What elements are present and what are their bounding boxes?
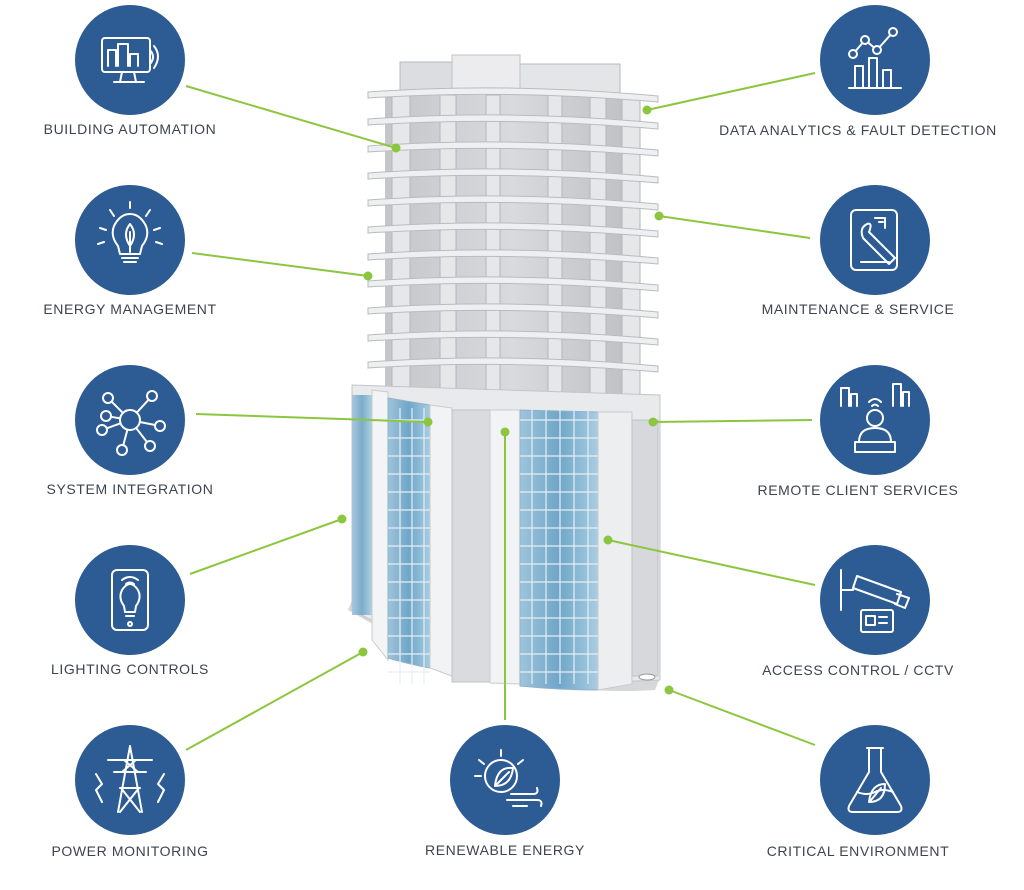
balcony-stack	[451, 409, 491, 683]
connector-layer	[185, 72, 816, 751]
system-integration-circle	[75, 365, 185, 475]
lighting-controls-anchor-dot	[337, 514, 347, 524]
glass-mullions	[388, 408, 598, 684]
cctv-keycard-icon	[840, 569, 910, 633]
power-monitoring-label: POWER MONITORING	[51, 843, 209, 859]
access-control-cctv-label: ACCESS CONTROL / CCTV	[762, 662, 954, 678]
remote-client-services-label: REMOTE CLIENT SERVICES	[757, 482, 959, 498]
data-analytics-connector	[646, 72, 816, 111]
critical-environment-anchor-dot	[664, 685, 674, 695]
sun-wind-leaf-icon	[474, 749, 543, 807]
lighting-controls-label: LIGHTING CONTROLS	[51, 661, 209, 677]
data-analytics-circle	[820, 5, 930, 115]
lab-flask-icon	[847, 747, 903, 813]
floor-slabs	[367, 87, 659, 373]
system-integration-badge[interactable]	[75, 365, 185, 475]
data-analytics-badge[interactable]	[820, 5, 930, 115]
remote-client-services-badge[interactable]	[820, 365, 930, 475]
building-automation-anchor-dot	[391, 143, 401, 153]
energy-management-label: ENERGY MANAGEMENT	[43, 301, 217, 317]
remote-client-services-connector	[652, 419, 813, 423]
system-integration-label: SYSTEM INTEGRATION	[46, 481, 214, 497]
ground-marker	[638, 673, 656, 681]
maintenance-service-anchor-dot	[654, 211, 664, 221]
rooftop-unit	[399, 61, 453, 93]
access-control-cctv-connector	[607, 539, 816, 586]
critical-environment-badge[interactable]	[820, 725, 930, 835]
access-control-cctv-anchor-dot	[603, 535, 613, 545]
system-integration-anchor-dot	[423, 417, 433, 427]
building-automation-badge[interactable]	[75, 5, 185, 115]
data-analytics-anchor-dot	[642, 105, 652, 115]
power-monitoring-circle	[75, 725, 185, 835]
energy-management-connector	[191, 252, 369, 277]
critical-environment-label: CRITICAL ENVIRONMENT	[766, 843, 950, 859]
lighting-controls-badge[interactable]	[75, 545, 185, 655]
building-illustration	[348, 54, 661, 691]
building-automation-label: BUILDING AUTOMATION	[43, 121, 217, 137]
lighting-controls-connector	[189, 518, 343, 575]
renewable-energy-anchor-dot	[500, 427, 510, 437]
icon-circle-layer	[75, 5, 930, 835]
building-automation-icon	[101, 37, 159, 83]
energy-management-badge[interactable]	[75, 185, 185, 295]
left-glass	[352, 395, 372, 615]
phone-lightbulb-icon	[111, 569, 149, 631]
data-analytics-label: DATA ANALYTICS & FAULT DETECTION	[719, 122, 997, 138]
energy-management-anchor-dot	[363, 271, 373, 281]
tablet-wrench-icon	[850, 209, 898, 271]
power-monitoring-badge[interactable]	[75, 725, 185, 835]
remote-client-services-anchor-dot	[648, 417, 658, 427]
power-monitoring-connector	[185, 651, 364, 751]
access-control-cctv-circle	[820, 545, 930, 655]
remote-operator-icon	[840, 383, 910, 453]
access-control-cctv-badge[interactable]	[820, 545, 930, 655]
power-pylon-icon	[95, 745, 165, 813]
renewable-energy-circle	[450, 725, 560, 835]
building-automation-connector	[185, 85, 397, 149]
critical-environment-connector	[668, 689, 816, 746]
rooftop-unit	[451, 54, 521, 93]
analytics-chart-icon	[848, 27, 902, 89]
facade-pier	[429, 404, 453, 677]
maintenance-service-connector	[658, 215, 811, 239]
facade-panel	[597, 411, 633, 691]
network-hub-icon	[96, 390, 166, 456]
maintenance-service-circle	[820, 185, 930, 295]
lighting-controls-circle	[75, 545, 185, 655]
renewable-energy-badge[interactable]	[450, 725, 560, 835]
critical-environment-circle	[820, 725, 930, 835]
maintenance-service-label: MAINTENANCE & SERVICE	[761, 301, 955, 317]
renewable-energy-label: RENEWABLE ENERGY	[424, 842, 585, 858]
lightbulb-leaf-icon	[97, 201, 163, 263]
power-monitoring-anchor-dot	[358, 647, 368, 657]
facade-fin	[371, 389, 389, 662]
system-integration-connector	[195, 413, 429, 423]
maintenance-service-badge[interactable]	[820, 185, 930, 295]
remote-client-services-circle	[820, 365, 930, 475]
